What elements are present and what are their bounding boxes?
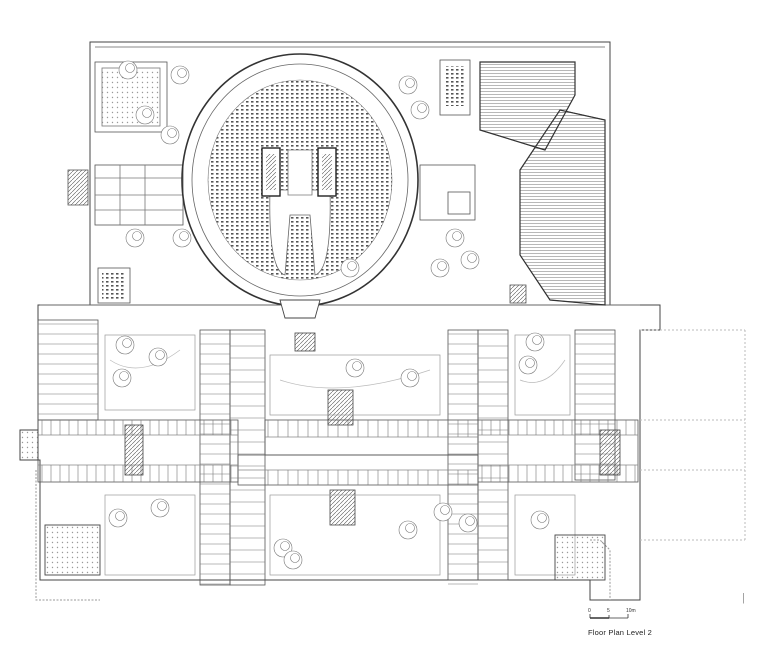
trees bbox=[108, 60, 550, 570]
scale-label-5: 5 bbox=[607, 608, 610, 614]
scale-label-10m: 10m bbox=[626, 608, 636, 614]
service-cores bbox=[124, 332, 621, 526]
tree-crown bbox=[440, 505, 450, 515]
tree-crown bbox=[179, 231, 189, 241]
tree-crown bbox=[177, 68, 187, 78]
tree-crown bbox=[452, 231, 462, 241]
dotted-pavilions bbox=[19, 429, 606, 581]
tree-crown bbox=[407, 371, 417, 381]
northwest-block bbox=[67, 61, 184, 304]
auditoriums bbox=[419, 59, 606, 306]
scale-label-0: 0 bbox=[588, 608, 591, 614]
tree-crown bbox=[352, 361, 362, 371]
tree-crown bbox=[417, 103, 427, 113]
tree-crown bbox=[537, 513, 547, 523]
tree-crown bbox=[525, 358, 535, 368]
tree-crown bbox=[132, 231, 142, 241]
tree-crown bbox=[532, 335, 542, 345]
tree-crown bbox=[119, 371, 129, 381]
drawing-title: Floor Plan Level 2 bbox=[588, 628, 653, 637]
tree-crown bbox=[122, 338, 132, 348]
tree-crown bbox=[347, 261, 357, 271]
tree-crown bbox=[167, 128, 177, 138]
tree-crown bbox=[125, 63, 135, 73]
scale-bar bbox=[589, 614, 629, 619]
tree-crown bbox=[280, 541, 290, 551]
tree-crown bbox=[142, 108, 152, 118]
tree-crown bbox=[290, 553, 300, 563]
round-assembly-hall bbox=[181, 53, 419, 319]
tree-crown bbox=[157, 501, 167, 511]
tree-crown bbox=[405, 78, 415, 88]
tree-crown bbox=[405, 523, 415, 533]
tree-crown bbox=[467, 253, 477, 263]
page-mark: | bbox=[742, 592, 745, 604]
tree-crown bbox=[465, 516, 475, 526]
tree-crown bbox=[155, 350, 165, 360]
tree-crown bbox=[437, 261, 447, 271]
tree-crown bbox=[115, 511, 125, 521]
